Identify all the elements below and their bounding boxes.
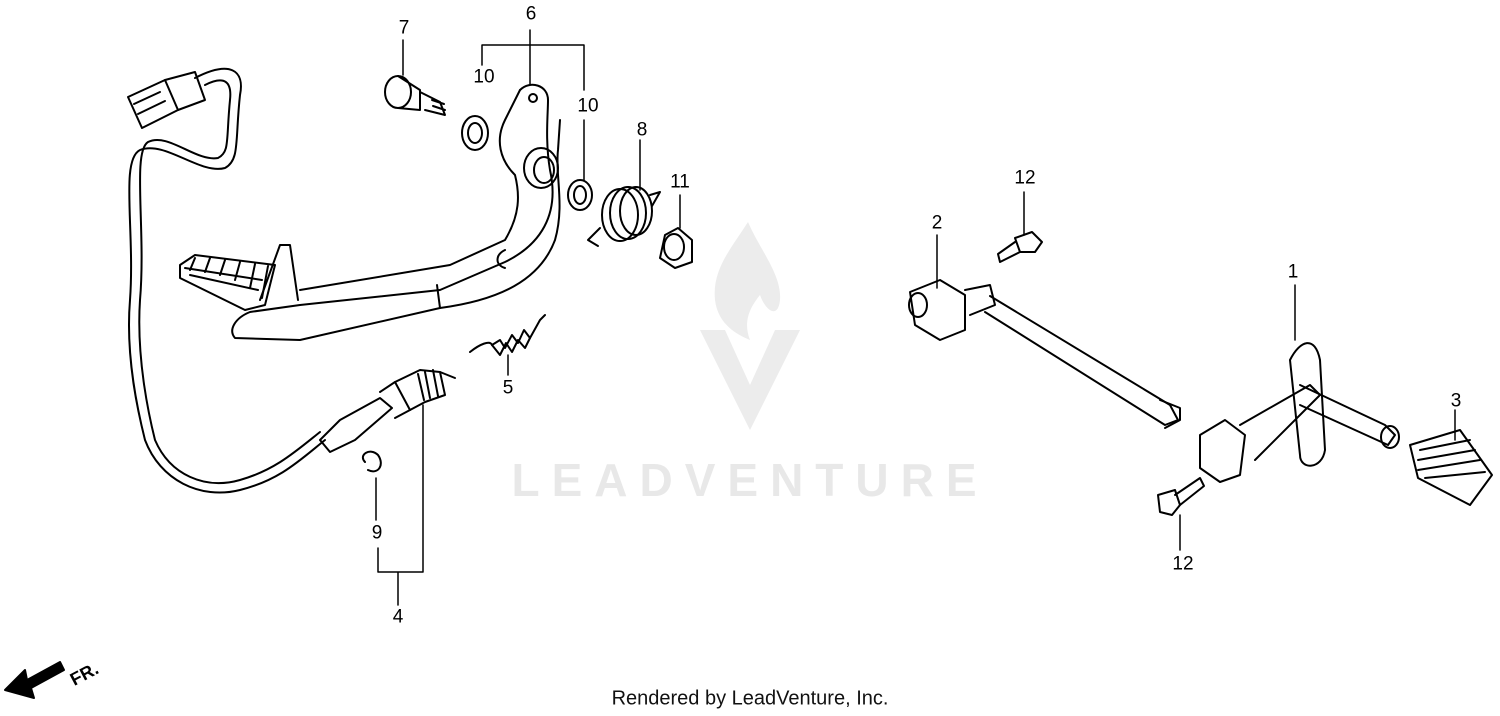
part-2-shift-shaft (908, 279, 1181, 429)
callout-6: 6 (525, 3, 537, 25)
callout-10-left: 10 (473, 66, 495, 88)
callout-9: 9 (371, 522, 383, 544)
part-11-collar (659, 227, 693, 269)
watermark-text: LEADVENTURE (511, 454, 989, 506)
part-5-tension-spring (469, 314, 546, 356)
part-8-return-spring (587, 186, 661, 247)
pedal-foot-plate (179, 244, 299, 311)
part-1-gearshift-pedal (1199, 342, 1400, 483)
callout-12-lower: 12 (1172, 553, 1194, 575)
callout-4: 4 (392, 606, 404, 628)
switch-wire-harness (127, 68, 326, 494)
front-direction-arrow-icon (4, 661, 65, 699)
callout-10-right: 10 (577, 95, 599, 117)
part-9-clip (361, 450, 382, 473)
callout-5: 5 (502, 377, 514, 399)
footer-credit: Rendered by LeadVenture, Inc. (611, 687, 889, 710)
callout-12-upper: 12 (1014, 167, 1036, 189)
part-10-bushing-left (461, 115, 489, 151)
callout-11: 11 (670, 171, 690, 193)
part-10-bushing-right (567, 179, 593, 211)
part-12-bolt-upper (997, 231, 1043, 263)
brake-pedal (231, 83, 561, 341)
callout-2: 2 (931, 212, 943, 234)
part-4-brake-switch (319, 369, 456, 453)
callout-7: 7 (398, 17, 410, 39)
leader-lines (375, 29, 1456, 606)
part-3-pedal-rubber (1409, 429, 1493, 506)
callout-8: 8 (636, 119, 648, 141)
callout-3: 3 (1450, 390, 1462, 412)
callout-1: 1 (1287, 261, 1299, 283)
part-12-bolt-lower (1157, 477, 1205, 516)
part-7-pivot-bolt (384, 75, 446, 116)
